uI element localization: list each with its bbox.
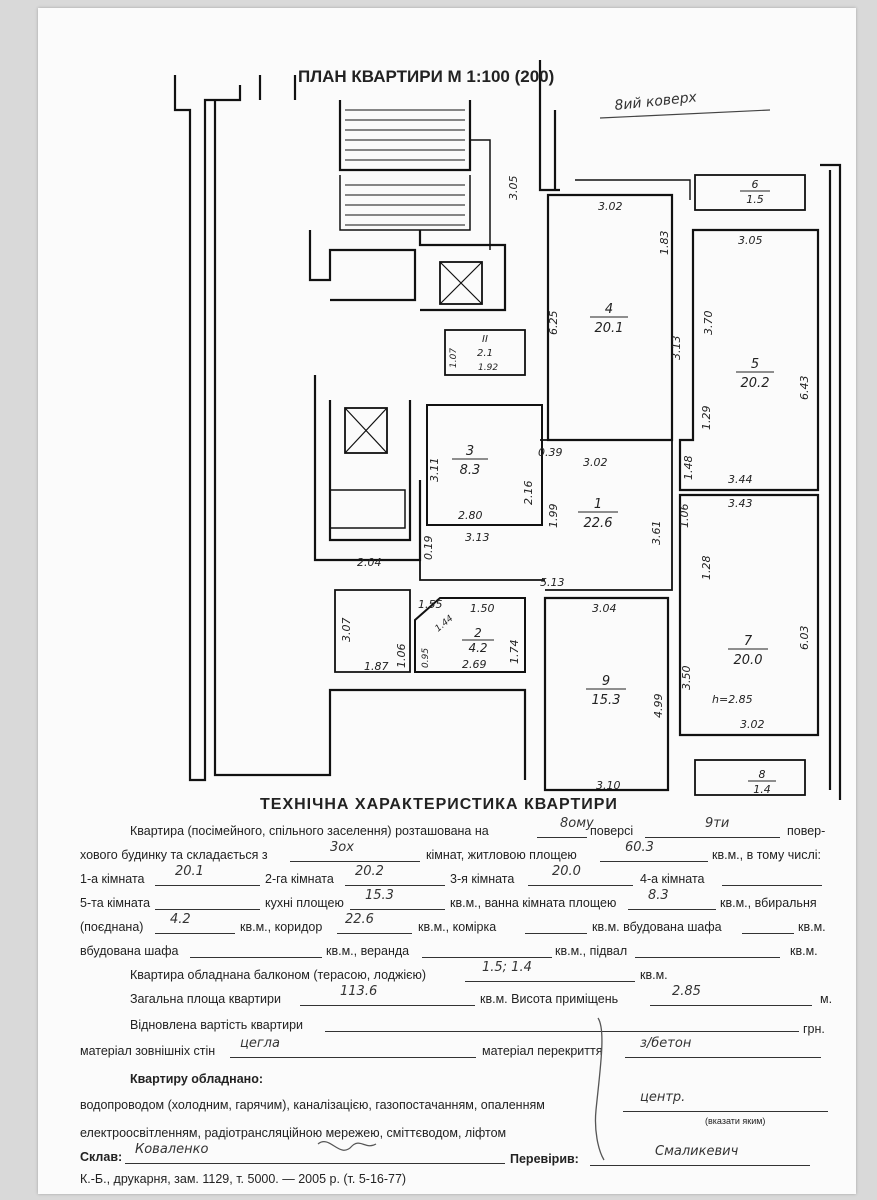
dim-6-25: 6.25 [547, 311, 560, 336]
room-1-area: 22.6 [584, 516, 613, 531]
room-2-id: 2 [474, 626, 482, 640]
lift-shaft-1 [439, 261, 483, 305]
dim-3-05: 3.05 [507, 176, 520, 201]
room-II [444, 329, 526, 376]
wall-left-outer [173, 75, 242, 782]
dim-3-70: 3.70 [702, 311, 715, 336]
core-wall [308, 230, 417, 302]
lift-shaft-2 [344, 407, 388, 454]
dim-6-43: 6.43 [798, 376, 811, 401]
dim-1-74: 1.74 [508, 640, 521, 665]
dim-6-03: 6.03 [798, 626, 811, 651]
dim-1-28: 1.28 [700, 556, 713, 581]
dim-1-99: 1.99 [547, 504, 560, 529]
dim-3-13: 3.13 [670, 336, 683, 361]
dim-1-48: 1.48 [682, 456, 695, 481]
dim-3-02-top: 3.02 [598, 200, 623, 213]
dim-5-13: 5.13 [540, 576, 565, 589]
dim-3-11: 3.11 [428, 458, 441, 483]
room-II-area: 2.1 [477, 348, 493, 359]
dim-3-44: 3.44 [728, 473, 753, 486]
room-9 [543, 596, 670, 792]
signature-scribble [317, 1141, 377, 1151]
room-8-area: 1.4 [753, 783, 771, 796]
room-4-id: 4 [605, 302, 613, 317]
balcony-8 [694, 759, 806, 796]
room-8-id: 8 [759, 768, 766, 781]
dim-1-83: 1.83 [658, 231, 671, 256]
dim-3-02-b: 3.02 [740, 718, 765, 731]
room-9-area: 15.3 [592, 693, 621, 708]
room-5 [678, 228, 820, 492]
room-5-id: 5 [751, 357, 759, 372]
dim-3-04: 3.04 [592, 602, 617, 615]
document-sheet [38, 8, 856, 1194]
room-1-id: 1 [594, 497, 602, 512]
plan-title: ПЛАН КВАРТИРИ М 1:100 (200) [298, 67, 554, 86]
dim-2-80: 2.80 [458, 509, 483, 522]
dim-3-07: 3.07 [340, 618, 353, 643]
dim-1-06-b: 1.06 [395, 644, 408, 669]
stairwell [338, 100, 472, 172]
height-note: h=2.85 [712, 693, 753, 706]
dim-3-43: 3.43 [728, 497, 753, 510]
room-3-id: 3 [466, 444, 474, 459]
wall-top-left [258, 75, 297, 100]
dim-0-39: 0.39 [538, 446, 563, 459]
balcony-6 [694, 174, 806, 211]
dim-1-07: 1.07 [449, 348, 459, 368]
dim-3-05-b: 3.05 [738, 234, 763, 247]
room-3-area: 8.3 [460, 463, 481, 478]
dim-1-55: 1.55 [418, 598, 443, 611]
dim-1-29: 1.29 [700, 406, 713, 431]
dim-1-87: 1.87 [364, 660, 389, 673]
wall-left-inner [213, 100, 527, 780]
room-2-area: 4.2 [468, 641, 487, 655]
dim-2-16: 2.16 [522, 481, 535, 506]
room-6-area: 1.5 [746, 193, 764, 206]
room-6-id: 6 [752, 178, 759, 191]
dim-3-13-b: 3.13 [465, 531, 490, 544]
room-9-id: 9 [602, 674, 610, 689]
dim-0-95: 0.95 [421, 648, 431, 668]
dim-1-92: 1.92 [478, 363, 498, 373]
room-2 [414, 597, 526, 673]
room-5-area: 20.2 [741, 376, 770, 391]
floor-plan: ПЛАН КВАРТИРИ М 1:100 (200) 8ий коверх 4… [173, 60, 842, 800]
room-7 [678, 493, 820, 737]
room-3 [426, 404, 543, 526]
dim-0-19: 0.19 [422, 536, 435, 561]
dim-4-99: 4.99 [652, 694, 665, 719]
dim-2-04: 2.04 [357, 556, 382, 569]
room-II-id: II [482, 334, 488, 345]
room-7-area: 20.0 [734, 653, 763, 668]
dim-1-50: 1.50 [470, 602, 495, 615]
dim-1-06: 1.06 [678, 504, 691, 529]
dim-3-10: 3.10 [596, 779, 621, 792]
check-mark-stroke [594, 1017, 605, 1161]
dim-3-02-c: 3.02 [583, 456, 608, 469]
room-4-area: 20.1 [595, 321, 624, 336]
dim-3-50: 3.50 [680, 666, 693, 691]
dim-2-69: 2.69 [462, 658, 487, 671]
dim-3-61: 3.61 [650, 521, 663, 546]
room-7-id: 7 [744, 634, 753, 649]
